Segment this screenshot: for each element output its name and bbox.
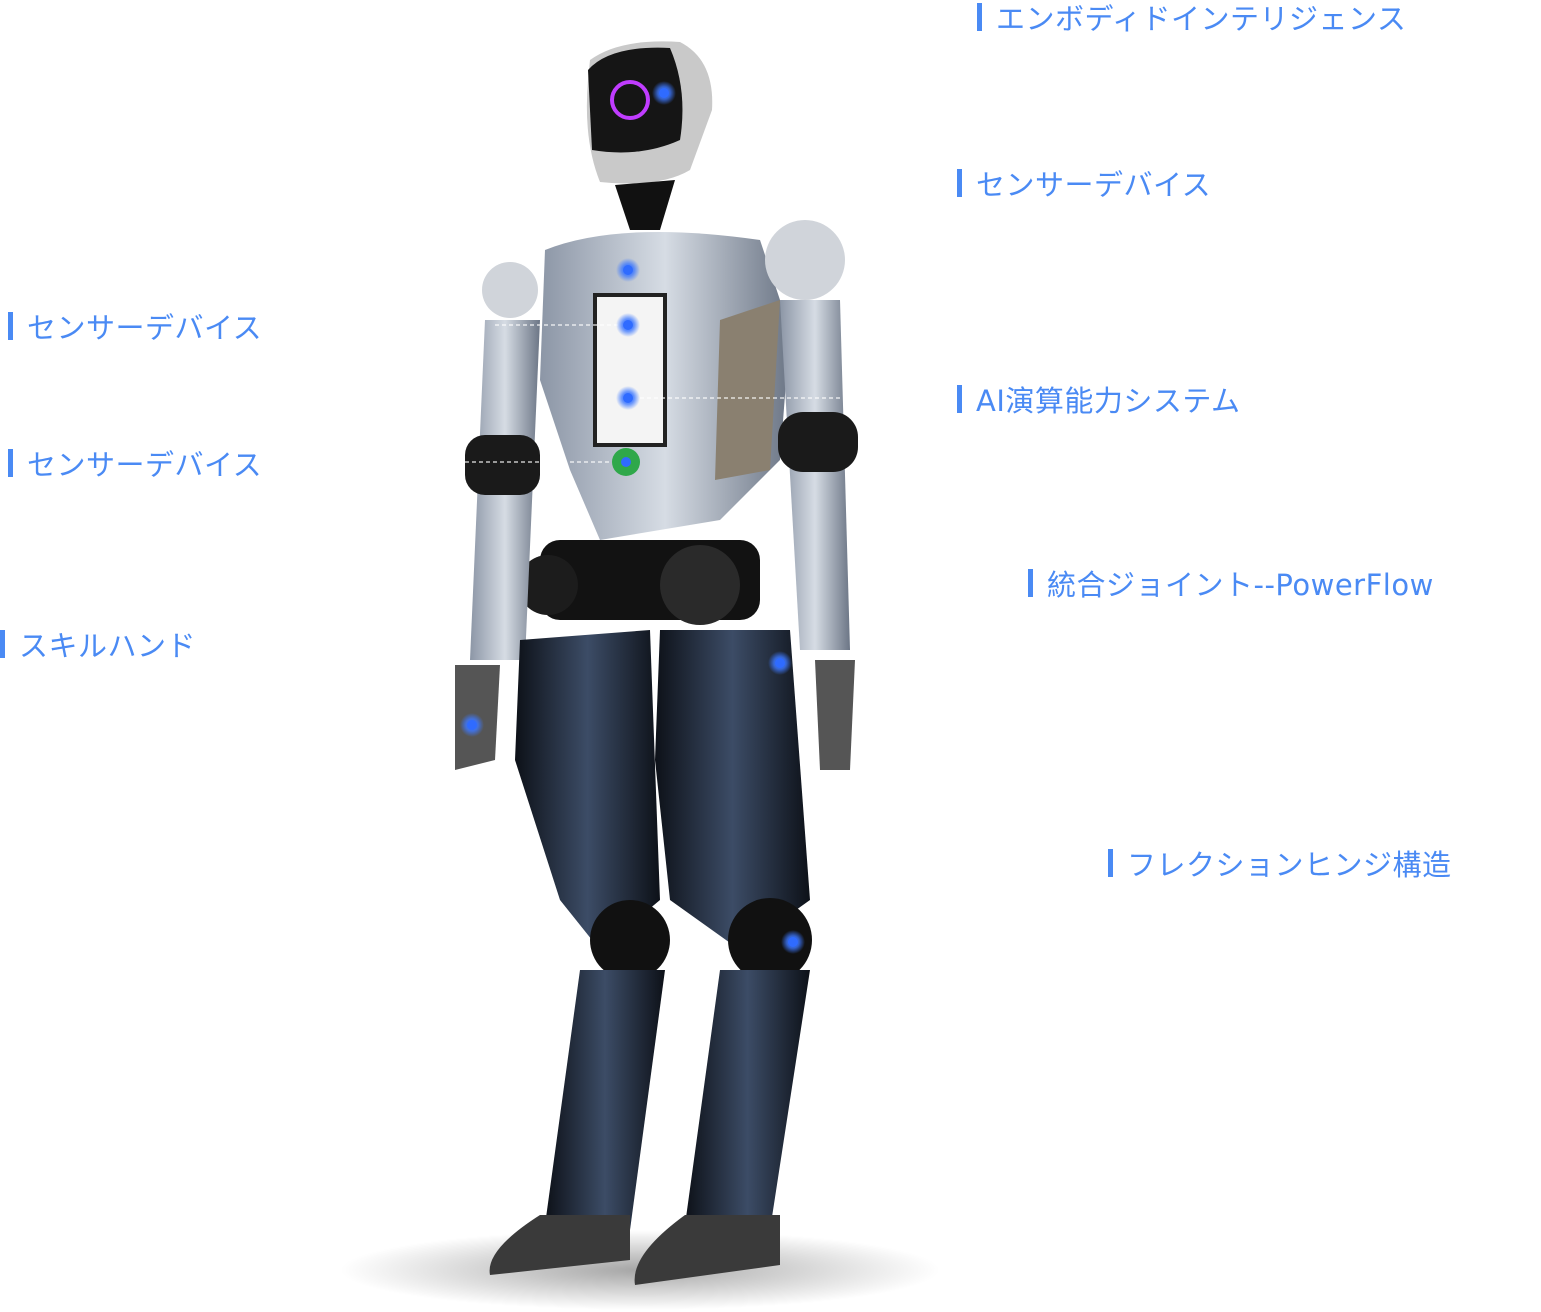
label-bar <box>1108 849 1113 877</box>
label-sensor-device-waist: センサーデバイス <box>8 445 263 482</box>
label-embodied-intelligence: エンボディドインテリジェンス <box>977 0 1407 36</box>
label-skill-hand: スキルハンド <box>0 626 197 663</box>
label-text: エンボディドインテリジェンス <box>996 2 1407 36</box>
label-text: センサーデバイス <box>976 168 1212 202</box>
label-bar <box>957 385 962 413</box>
label-bar <box>8 312 13 340</box>
label-bar <box>957 169 962 197</box>
label-text: センサーデバイス <box>27 311 263 345</box>
label-text: 統合ジョイント--PowerFlow <box>1047 568 1434 602</box>
label-sensor-device-chest: センサーデバイス <box>8 308 263 345</box>
label-text: センサーデバイス <box>27 448 263 482</box>
label-integrated-joint: 統合ジョイント--PowerFlow <box>1028 565 1434 602</box>
label-flexion-hinge: フレクションヒンジ構造 <box>1108 845 1452 882</box>
label-text: AI演算能力システム <box>976 384 1241 418</box>
label-ai-computing-system: AI演算能力システム <box>957 381 1241 418</box>
label-text: スキルハンド <box>19 629 197 663</box>
label-bar <box>1028 569 1033 597</box>
label-bar <box>0 630 5 658</box>
label-text: フレクションヒンジ構造 <box>1127 848 1452 882</box>
label-sensor-device-head: センサーデバイス <box>957 165 1212 202</box>
label-bar <box>8 449 13 477</box>
label-bar <box>977 3 982 31</box>
